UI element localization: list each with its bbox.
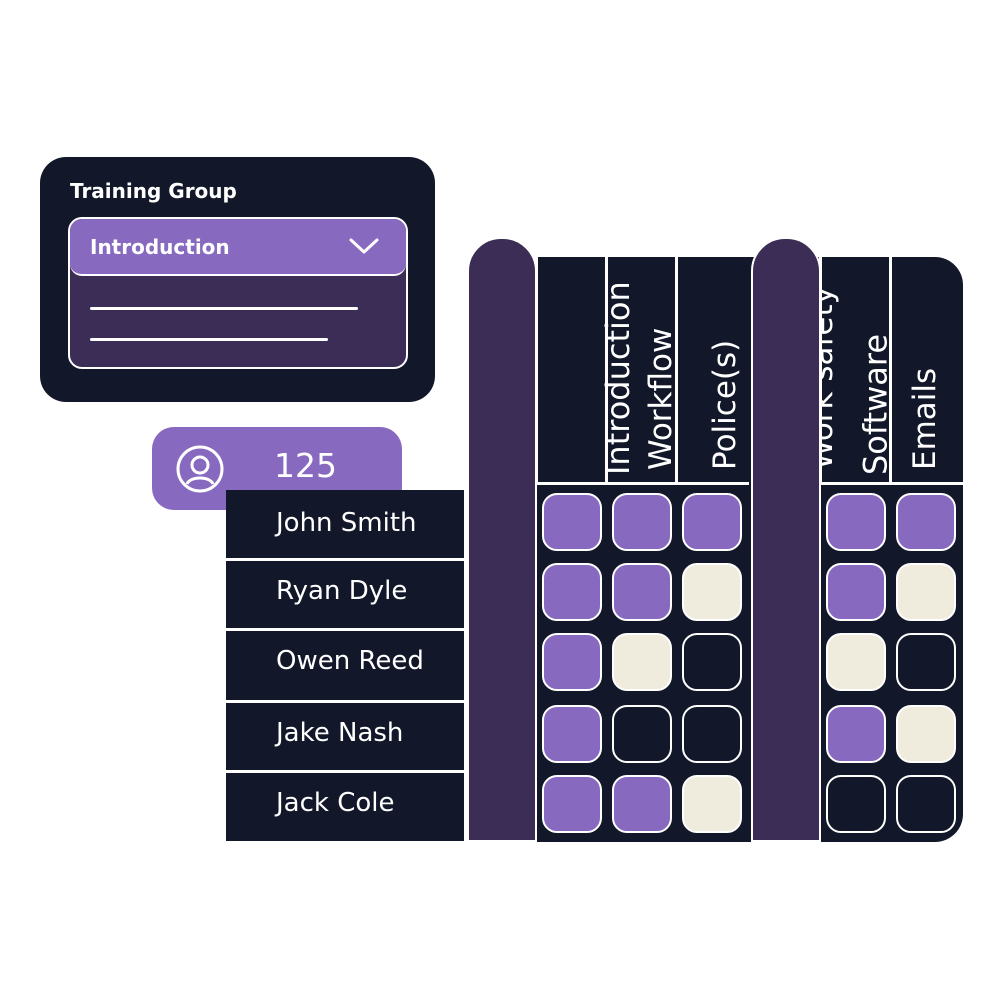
- status-cell-complete[interactable]: [542, 633, 602, 691]
- status-cell-complete[interactable]: [612, 775, 672, 833]
- status-cell-not-started[interactable]: [682, 633, 742, 691]
- column-divider: [675, 257, 678, 482]
- column-divider: [819, 257, 822, 482]
- status-cell-not-started[interactable]: [896, 633, 956, 691]
- user-row[interactable]: Jack Cole: [226, 772, 464, 841]
- status-cell-not-started[interactable]: [682, 705, 742, 763]
- training-group-panel: Training Group Introduction: [40, 157, 435, 402]
- user-row[interactable]: Owen Reed: [226, 630, 464, 700]
- status-cell-complete[interactable]: [612, 493, 672, 551]
- status-cell-in-progress[interactable]: [612, 633, 672, 691]
- status-cell-not-started[interactable]: [896, 775, 956, 833]
- header-divider: [537, 482, 749, 485]
- user-name: Jake Nash: [276, 718, 404, 748]
- column-header[interactable]: Emails: [821, 257, 943, 482]
- status-cell-complete[interactable]: [542, 775, 602, 833]
- user-name: Ryan Dyle: [276, 576, 408, 606]
- dropdown-option-placeholder[interactable]: [90, 338, 328, 341]
- status-cell-complete[interactable]: [542, 493, 602, 551]
- status-cell-not-started[interactable]: [612, 705, 672, 763]
- training-group-selected: Introduction: [90, 235, 230, 259]
- row-divider: [226, 700, 464, 703]
- column-header[interactable]: Software: [751, 262, 895, 487]
- status-cell-complete[interactable]: [542, 563, 602, 621]
- user-row[interactable]: Jake Nash: [226, 702, 464, 770]
- status-cell-in-progress[interactable]: [896, 563, 956, 621]
- training-group-dropdown[interactable]: Introduction: [68, 217, 408, 369]
- user-name: Owen Reed: [276, 646, 424, 676]
- status-cell-complete[interactable]: [542, 705, 602, 763]
- user-name: Jack Cole: [276, 788, 395, 818]
- status-cell-complete[interactable]: [826, 563, 886, 621]
- status-cell-in-progress[interactable]: [826, 633, 886, 691]
- user-icon: [176, 445, 224, 493]
- training-group-title: Training Group: [70, 179, 237, 203]
- group-column: [467, 237, 537, 842]
- training-group-select[interactable]: Introduction: [70, 219, 406, 276]
- status-cell-complete[interactable]: [826, 493, 886, 551]
- column-header[interactable]: Work safety: [677, 257, 840, 482]
- chevron-down-icon[interactable]: [348, 237, 380, 255]
- user-count-value: 125: [274, 446, 337, 485]
- column-header[interactable]: Police(s): [607, 257, 743, 482]
- column-divider: [535, 257, 538, 482]
- column-header[interactable]: Documents: [891, 257, 961, 482]
- column-divider: [889, 257, 892, 482]
- status-cell-in-progress[interactable]: [682, 775, 742, 833]
- user-row[interactable]: Ryan Dyle: [226, 560, 464, 628]
- row-divider: [226, 628, 464, 631]
- group-column: [751, 237, 821, 842]
- user-row[interactable]: John Smith: [226, 490, 464, 558]
- column-header[interactable]: Introduction: [467, 262, 637, 487]
- status-cell-complete[interactable]: [612, 563, 672, 621]
- status-cell-complete[interactable]: [896, 493, 956, 551]
- status-cell-complete[interactable]: [826, 705, 886, 763]
- row-divider: [226, 770, 464, 773]
- status-cell-in-progress[interactable]: [896, 705, 956, 763]
- user-name: John Smith: [276, 508, 417, 538]
- column-divider: [605, 257, 608, 482]
- status-cell-in-progress[interactable]: [682, 563, 742, 621]
- header-divider: [821, 482, 963, 485]
- status-cell-complete[interactable]: [682, 493, 742, 551]
- column-header[interactable]: Workflow: [537, 257, 679, 482]
- row-divider: [226, 558, 464, 561]
- dropdown-option-placeholder[interactable]: [90, 307, 358, 310]
- status-cell-not-started[interactable]: [826, 775, 886, 833]
